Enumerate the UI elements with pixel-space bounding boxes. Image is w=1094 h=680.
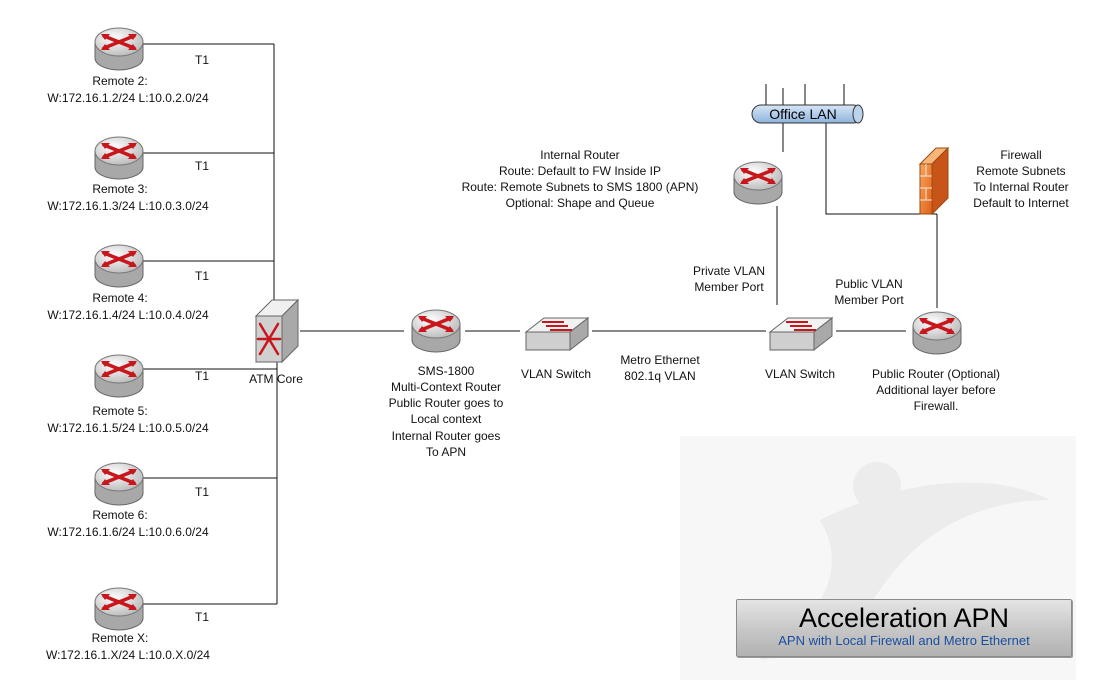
router-icon — [93, 135, 145, 181]
vlan-switch-right — [769, 317, 833, 351]
private-port-label-line: Member Port — [694, 280, 764, 294]
router-icon — [911, 310, 963, 356]
remote-address: W:172.16.1.X/24 L:10.0.X.0/24 — [46, 648, 210, 662]
atm-core-switch — [254, 298, 300, 364]
link-label: T1 — [195, 269, 209, 283]
internal-router-label-line: Route: Default to FW Inside IP — [499, 164, 661, 178]
router-icon — [93, 586, 145, 632]
firewall — [918, 146, 950, 216]
connection-lines — [142, 43, 938, 605]
metro-label-line: Metro Ethernet — [620, 353, 700, 367]
remote-address: W:172.16.1.3/24 L:10.0.3.0/24 — [47, 199, 209, 213]
public-port-label-line: Public VLAN — [835, 277, 902, 291]
office-lan-label: Office LAN — [769, 106, 836, 122]
sms-label-line: Internal Router goes — [392, 429, 501, 443]
switch-icon — [769, 317, 833, 351]
public-router-label-line: Firewall. — [914, 399, 959, 413]
remote-router-4 — [93, 243, 145, 289]
office-lan: Office LAN — [751, 104, 864, 124]
remote-router-5 — [93, 353, 145, 399]
sms-label-line: SMS-1800 — [418, 364, 475, 378]
firewall-label-line: Firewall — [1000, 148, 1041, 162]
atm-core-label: ATM Core — [249, 372, 303, 386]
sms-label-line: To APN — [426, 445, 466, 459]
remote-router-2 — [93, 26, 145, 72]
banner-subtitle: APN with Local Firewall and Metro Ethern… — [778, 633, 1030, 648]
remote-router-6 — [93, 461, 145, 507]
sms-label-line: Multi-Context Router — [391, 380, 501, 394]
sms-1800-router — [410, 308, 462, 354]
remote-address: W:172.16.1.2/24 L:10.0.2.0/24 — [47, 91, 209, 105]
remote-address: W:172.16.1.5/24 L:10.0.5.0/24 — [47, 421, 209, 435]
remote-name: Remote 4: — [92, 291, 147, 305]
metro-label-line: 802.1q VLAN — [624, 369, 695, 383]
remote-name: Remote 2: — [92, 74, 147, 88]
public-port-label-line: Member Port — [834, 293, 904, 307]
router-icon — [93, 353, 145, 399]
remote-address: W:172.16.1.4/24 L:10.0.4.0/24 — [47, 308, 209, 322]
lan-bus-icon — [751, 104, 864, 124]
remote-router-x — [93, 586, 145, 632]
link-label: T1 — [195, 369, 209, 383]
remote-name: Remote 6: — [92, 508, 147, 522]
internal-router — [732, 160, 784, 206]
link-label: T1 — [195, 53, 209, 67]
vlan-switch-left — [525, 317, 589, 351]
sms-label-line: Public Router goes to — [389, 396, 504, 410]
remote-name: Remote 3: — [92, 182, 147, 196]
internal-router-label-line: Optional: Shape and Queue — [506, 196, 655, 210]
internal-router-label-line: Route: Remote Subnets to SMS 1800 (APN) — [462, 180, 699, 194]
link-label: T1 — [195, 485, 209, 499]
banner-title: Acceleration APN — [798, 603, 1010, 633]
public-router-label-line: Additional layer before — [876, 383, 996, 397]
public-router-label-line: Public Router (Optional) — [872, 367, 1000, 381]
vlan-switch-right-label: VLAN Switch — [765, 367, 835, 381]
router-icon — [93, 243, 145, 289]
public-router — [911, 310, 963, 356]
remote-router-3 — [93, 135, 145, 181]
private-port-label-line: Private VLAN — [693, 264, 765, 278]
remote-address: W:172.16.1.6/24 L:10.0.6.0/24 — [47, 525, 209, 539]
title-banner: Acceleration APN APN with Local Firewall… — [736, 599, 1072, 657]
atm-switch-icon — [254, 298, 300, 364]
switch-icon — [525, 317, 589, 351]
firewall-icon — [918, 146, 950, 216]
remote-name: Remote X: — [92, 631, 149, 645]
remote-name: Remote 5: — [92, 404, 147, 418]
sms-label-line: Local context — [411, 412, 482, 426]
router-icon — [410, 308, 462, 354]
router-icon — [732, 160, 784, 206]
router-icon — [93, 461, 145, 507]
firewall-label-line: Default to Internet — [973, 196, 1069, 210]
link-label: T1 — [195, 610, 209, 624]
firewall-label-line: Remote Subnets — [976, 164, 1065, 178]
vlan-switch-left-label: VLAN Switch — [521, 367, 591, 381]
link-label: T1 — [195, 159, 209, 173]
firewall-label-line: To Internal Router — [973, 180, 1068, 194]
router-icon — [93, 26, 145, 72]
internal-router-label-line: Internal Router — [540, 148, 619, 162]
